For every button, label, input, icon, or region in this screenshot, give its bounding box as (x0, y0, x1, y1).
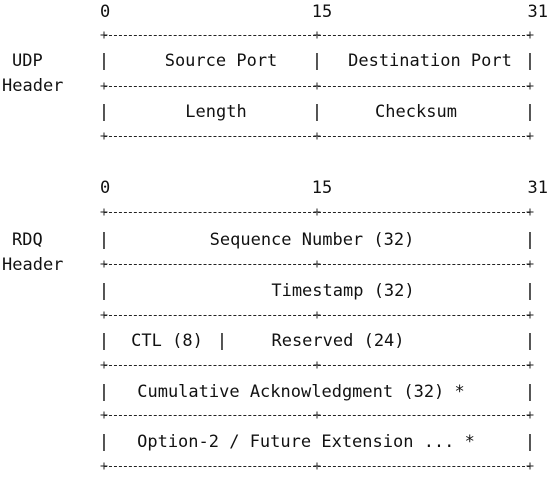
udp-field-destination-port: Destination Port (348, 51, 512, 71)
rdq-field-sequence-number: Sequence Number (32) (209, 230, 415, 250)
rdq-field-timestamp: Timestamp (32) (271, 281, 415, 301)
rdq-row3-mid-bar: | (216, 331, 228, 351)
rdq-corner (100, 462, 108, 470)
rdq-corner (526, 462, 534, 470)
udp-bit-0: 0 (100, 2, 111, 22)
udp-corner (100, 82, 108, 90)
rdq-row2-right-bar: | (524, 281, 536, 301)
rdq-corner (313, 260, 321, 268)
udp-row2-left-bar: | (98, 102, 110, 122)
rdq-label-line2: Header (2, 255, 64, 275)
rdq-row4-left-bar: | (98, 382, 110, 402)
rdq-field-cumulative-ack: Cumulative Acknowledgment (32) * (137, 382, 465, 402)
rdq-corner (100, 208, 108, 216)
udp-bit-31: 31 (527, 2, 548, 22)
udp-corner (100, 31, 108, 39)
rdq-row3-left-bar: | (98, 331, 110, 351)
udp-field-checksum: Checksum (375, 102, 457, 122)
udp-corner (313, 31, 321, 39)
rdq-corner (313, 462, 321, 470)
rdq-corner (100, 361, 108, 369)
udp-corner (100, 132, 108, 140)
rdq-bit-31: 31 (527, 178, 548, 198)
rdq-corner (313, 311, 321, 319)
udp-corner (526, 132, 534, 140)
udp-field-length: Length (185, 102, 247, 122)
rdq-row1-right-bar: | (524, 230, 536, 250)
rdq-row1-left-bar: | (98, 230, 110, 250)
rdq-corner (313, 208, 321, 216)
udp-corner (313, 132, 321, 140)
rdq-row5-left-bar: | (98, 432, 110, 452)
rdq-corner (313, 411, 321, 419)
rdq-corner (313, 361, 321, 369)
udp-row1-right-bar: | (524, 51, 536, 71)
rdq-row3-right-bar: | (524, 331, 536, 351)
rdq-corner (526, 411, 534, 419)
udp-row1-left-bar: | (98, 51, 110, 71)
udp-corner (526, 82, 534, 90)
rdq-corner (526, 361, 534, 369)
rdq-corner (100, 311, 108, 319)
rdq-row2-left-bar: | (98, 281, 110, 301)
udp-field-source-port: Source Port (164, 51, 278, 71)
rdq-corner (526, 311, 534, 319)
udp-corner (313, 82, 321, 90)
rdq-corner (526, 208, 534, 216)
udp-bit-15: 15 (311, 2, 333, 22)
rdq-row4-right-bar: | (524, 382, 536, 402)
rdq-field-reserved: Reserved (24) (271, 331, 405, 351)
rdq-field-ctl: CTL (8) (131, 331, 203, 351)
rdq-field-option-2: Option-2 / Future Extension ... * (137, 432, 475, 452)
rdq-bit-15: 15 (311, 178, 333, 198)
rdq-label-line1: RDQ (12, 230, 43, 250)
rdq-corner (100, 411, 108, 419)
rdq-corner (100, 260, 108, 268)
rdq-corner (526, 260, 534, 268)
udp-label-line2: Header (2, 76, 64, 96)
rdq-row5-right-bar: | (524, 432, 536, 452)
udp-row1-mid-bar: | (311, 51, 323, 71)
udp-corner (526, 31, 534, 39)
udp-row2-mid-bar: | (311, 102, 323, 122)
udp-row2-right-bar: | (524, 102, 536, 122)
udp-label-line1: UDP (12, 51, 43, 71)
rdq-bit-0: 0 (100, 178, 111, 198)
